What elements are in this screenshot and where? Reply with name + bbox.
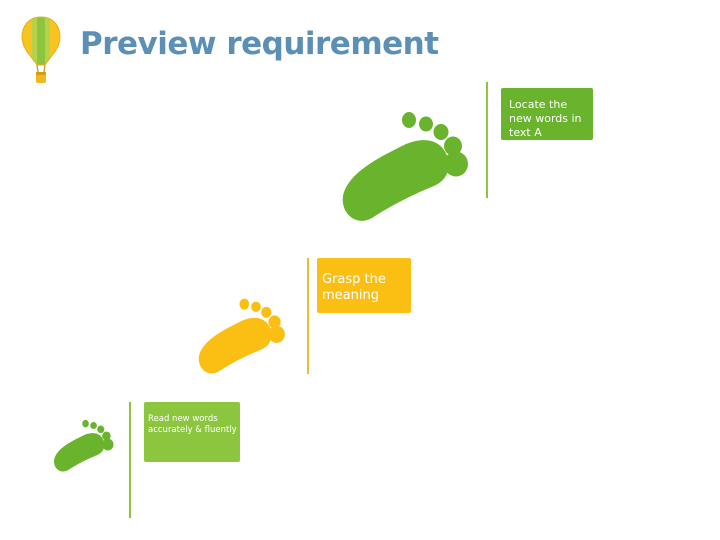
page-title: Preview requirement — [80, 26, 439, 62]
step-3-divider — [129, 402, 131, 518]
yellow-footprint-icon — [198, 298, 285, 374]
hot-air-balloon-icon — [21, 16, 61, 83]
step-1-label: Locate the new words in text A — [509, 98, 582, 139]
step-1-divider — [486, 82, 488, 198]
step-3-label: Read new words accurately & fluently — [148, 414, 237, 435]
step-2-divider — [307, 258, 309, 374]
step-1-box: Locate the new words in text A — [501, 88, 593, 140]
green-footprint-icon — [342, 112, 468, 221]
green-footprint-icon — [54, 419, 114, 472]
step-2-box: Grasp the meaning — [317, 258, 411, 313]
step-3-box: Read new words accurately & fluently — [144, 402, 240, 462]
step-2-label: Grasp the meaning — [322, 272, 386, 304]
